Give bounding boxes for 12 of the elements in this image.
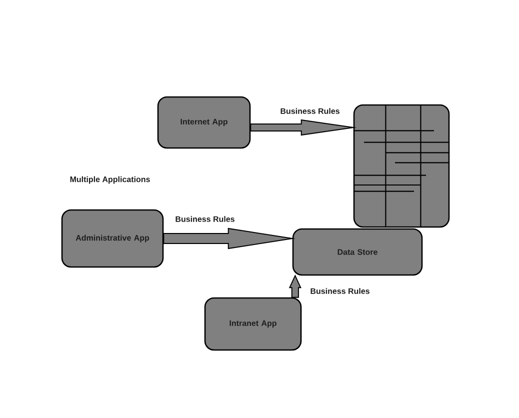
block-arrow: [288, 274, 302, 298]
app-box: Intranet App: [204, 297, 302, 351]
block-arrow: [163, 228, 296, 250]
edge-label: Business Rules: [174, 215, 236, 223]
heading-label: Multiple Applications: [70, 176, 150, 184]
edge-label: Business Rules: [309, 287, 371, 295]
app-box: Internet App: [157, 96, 251, 149]
table-drawing: [353, 104, 450, 228]
data-store-box: Data Store: [292, 228, 423, 276]
edge-label: Business Rules: [279, 107, 341, 115]
block-arrow: [250, 119, 357, 136]
app-box: Administrative App: [61, 209, 164, 268]
